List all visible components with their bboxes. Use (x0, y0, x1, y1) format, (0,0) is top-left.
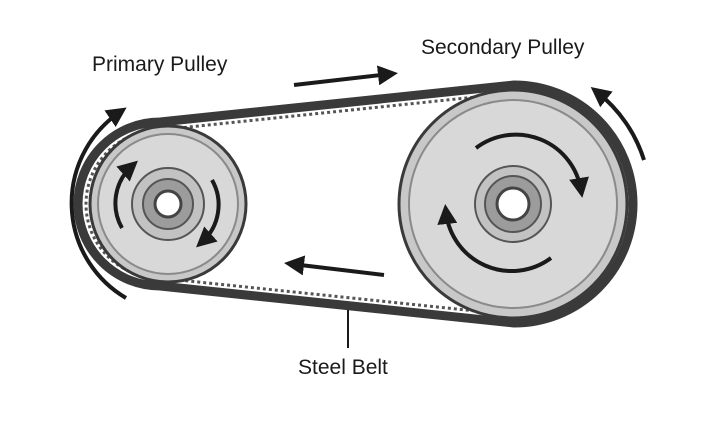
steel-belt-label: Steel Belt (298, 356, 388, 379)
primary-rotation-arrow-icon (113, 160, 138, 229)
primary-pulley-label: Primary Pulley (92, 53, 228, 76)
secondary-rotation-arrow-icon (437, 204, 553, 273)
secondary-outer-rotation-arrow-icon (590, 87, 646, 161)
primary-outer-rotation-arrow-icon (69, 107, 128, 300)
arrow-right-icon (293, 65, 398, 87)
steel-belt (73, 80, 638, 328)
secondary-rotation-arrow-icon (474, 132, 589, 198)
arrow-left-icon (284, 255, 385, 277)
primary-pulley (88, 124, 248, 284)
primary-rotation-arrow-icon (196, 179, 221, 248)
secondary-pulley (397, 88, 629, 320)
secondary-pulley-label: Secondary Pulley (421, 36, 585, 59)
